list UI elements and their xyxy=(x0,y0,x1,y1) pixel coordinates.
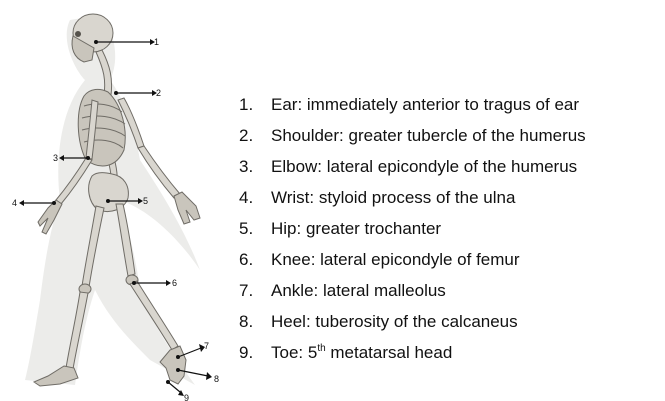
skeleton-figure: 1 2 3 4 5 6 xyxy=(0,0,240,401)
label-8: 8 xyxy=(214,374,219,384)
label-6: 6 xyxy=(172,278,177,288)
list-item: 5.Hip: greater trochanter xyxy=(239,217,586,248)
list-item: 4.Wrist: styloid process of the ulna xyxy=(239,186,586,217)
back-hand xyxy=(174,192,200,224)
label-9: 9 xyxy=(184,393,189,401)
list-item: 1.Ear: immediately anterior to tragus of… xyxy=(239,93,586,124)
label-7: 7 xyxy=(204,341,209,351)
label-3: 3 xyxy=(53,153,58,163)
pointer-2: 2 xyxy=(114,88,161,98)
landmark-list: 1.Ear: immediately anterior to tragus of… xyxy=(239,93,586,372)
list-item: 7.Ankle: lateral malleolus xyxy=(239,279,586,310)
list-item: 3.Elbow: lateral epicondyle of the humer… xyxy=(239,155,586,186)
list-item: 2.Shoulder: greater tubercle of the hume… xyxy=(239,124,586,155)
label-4: 4 xyxy=(12,198,17,208)
list-item: 8.Heel: tuberosity of the calcaneus xyxy=(239,310,586,341)
label-2: 2 xyxy=(156,88,161,98)
list-item: 9.Toe: 5th metatarsal head xyxy=(239,341,586,372)
label-1: 1 xyxy=(154,37,159,47)
list-item: 6.Knee: lateral epicondyle of femur xyxy=(239,248,586,279)
label-5: 5 xyxy=(143,196,148,206)
